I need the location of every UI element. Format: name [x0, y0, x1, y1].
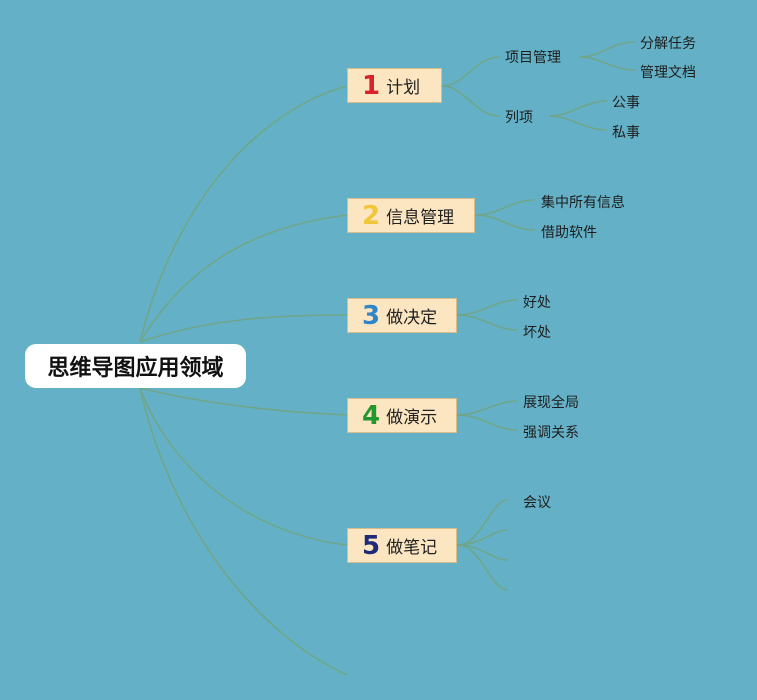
root-label: 思维导图应用领域 — [47, 356, 224, 381]
link-decision-cons — [456, 314, 518, 331]
branch-number: 3 — [362, 300, 381, 331]
link-info-software — [474, 214, 536, 231]
branch-number: 5 — [362, 530, 381, 561]
branch-label: 做笔记 — [386, 538, 438, 558]
link-root-branch-3 — [139, 314, 348, 343]
link-root-branch-5 — [139, 387, 348, 546]
branch-node-notes[interactable]: 5 做笔记 — [347, 528, 457, 563]
leaf-document-management[interactable]: 管理文档 — [640, 65, 696, 81]
link-plan-list — [441, 85, 501, 117]
branch-label: 做演示 — [386, 408, 438, 428]
branch-label: 计划 — [386, 78, 421, 98]
leaf-task-breakdown[interactable]: 分解任务 — [640, 36, 696, 52]
link-project-docs — [579, 56, 636, 71]
branch-label: 做决定 — [386, 308, 438, 328]
leaf-emphasize-relations[interactable]: 强调关系 — [523, 425, 579, 441]
link-root-branch-2 — [139, 214, 348, 343]
branch-number: 2 — [362, 200, 381, 231]
branch-label: 信息管理 — [386, 208, 455, 228]
link-pres-overview — [456, 400, 518, 416]
leaf-use-software[interactable]: 借助软件 — [541, 225, 597, 241]
leaf-private-affairs[interactable]: 私事 — [612, 125, 640, 141]
leaf-public-affairs[interactable]: 公事 — [612, 95, 640, 111]
branch-node-info-management[interactable]: 2 信息管理 — [347, 198, 475, 233]
branch-node-decision[interactable]: 3 做决定 — [347, 298, 457, 333]
link-pres-relation — [456, 414, 518, 431]
branch-node-plan[interactable]: 1 计划 — [347, 68, 442, 103]
leaf-show-overview[interactable]: 展现全局 — [523, 395, 579, 411]
link-info-centralize — [474, 199, 536, 216]
leaf-meeting[interactable]: 会议 — [523, 495, 551, 511]
branch-number: 4 — [362, 400, 381, 431]
link-list-private — [549, 115, 608, 131]
link-project-task — [579, 41, 636, 58]
leaf-cons[interactable]: 坏处 — [523, 325, 551, 341]
root-node[interactable]: 思维导图应用领域 — [25, 344, 246, 388]
link-notes-meeting — [456, 499, 509, 546]
link-decision-pros — [456, 299, 518, 316]
subtopic-project-management[interactable]: 项目管理 — [505, 50, 561, 66]
branch-number: 1 — [362, 70, 381, 101]
link-plan-project — [441, 56, 501, 87]
branch-node-presentation[interactable]: 4 做演示 — [347, 398, 457, 433]
link-list-public — [549, 100, 608, 117]
leaf-pros[interactable]: 好处 — [523, 295, 551, 311]
link-notes-empty-3 — [456, 544, 509, 591]
link-root-branch-4 — [139, 387, 348, 416]
link-root-branch-1 — [139, 85, 348, 343]
leaf-centralize-info[interactable]: 集中所有信息 — [541, 195, 625, 211]
subtopic-list-items[interactable]: 列项 — [505, 110, 533, 126]
link-root-tail — [139, 387, 348, 676]
